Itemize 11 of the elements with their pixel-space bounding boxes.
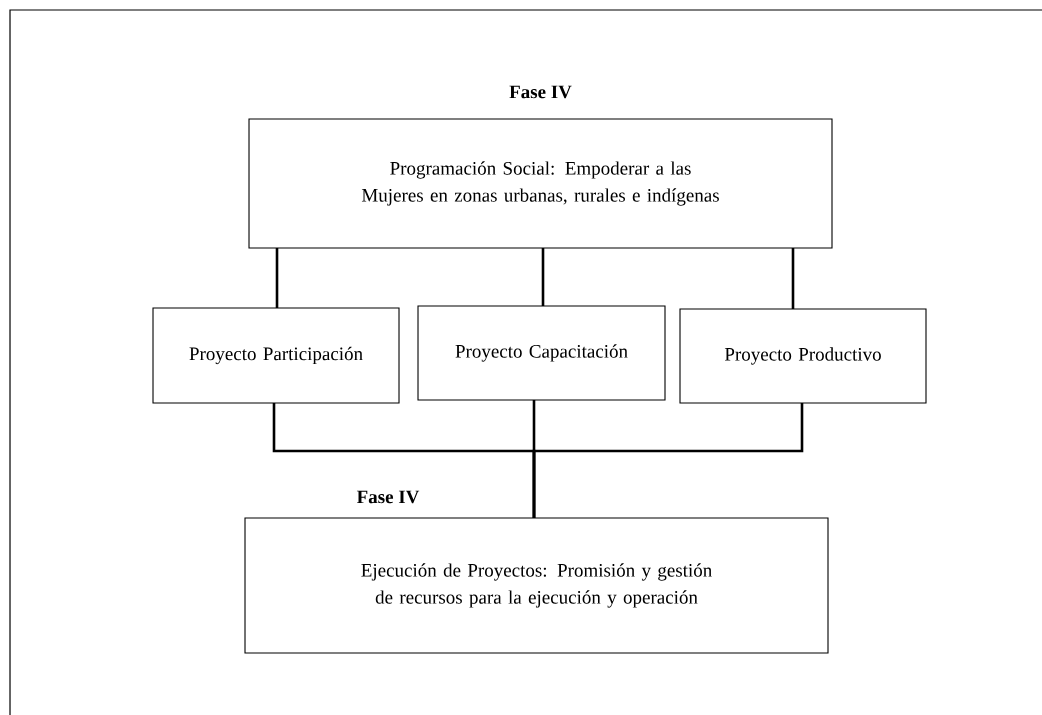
process-box: Programación Social: Empoderar a las Mujeres en zonas urbanas, rurales e indígenas bbox=[248, 118, 833, 249]
connector bbox=[532, 403, 804, 518]
connector bbox=[791, 248, 795, 309]
process-box: Proyecto Capacitación bbox=[417, 305, 666, 401]
process-box: Ejecución de Proyectos: Promisión y gestión de recursos para la ejecución y operación bbox=[244, 517, 829, 654]
phase-heading: Fase IV bbox=[356, 490, 420, 504]
process-box: Proyecto Participación bbox=[152, 307, 400, 404]
process-box: Proyecto Productivo bbox=[679, 308, 927, 404]
connector bbox=[275, 248, 279, 308]
connector bbox=[541, 248, 545, 306]
phase-heading: Fase IV bbox=[509, 85, 572, 99]
